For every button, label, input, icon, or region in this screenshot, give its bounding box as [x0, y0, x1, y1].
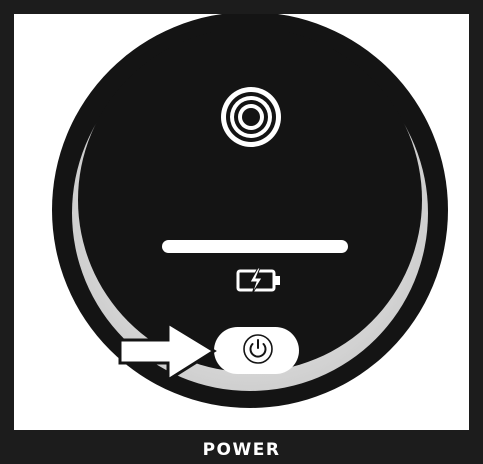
- caption-label: POWER: [203, 434, 281, 460]
- indicator-light-bar: [162, 240, 348, 253]
- device-top-surface: [78, 28, 422, 372]
- robot-vacuum-illustration: [0, 0, 483, 430]
- caption-bar: POWER: [0, 430, 483, 464]
- camera-lens-icon: [221, 87, 281, 147]
- power-button[interactable]: [214, 327, 299, 374]
